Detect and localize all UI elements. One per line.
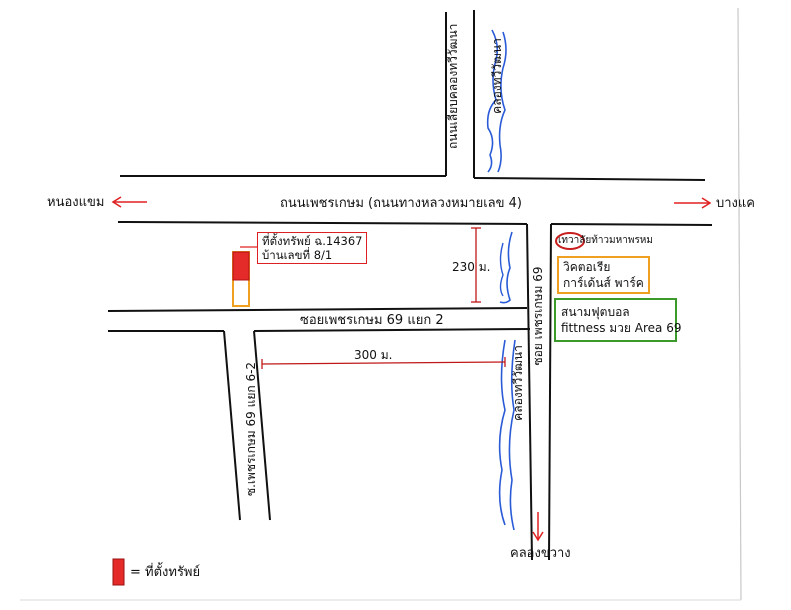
landmark-sport-line2: fittness มวย Area 69: [561, 321, 682, 335]
landmark-sport-box: สนามฟุตบอล fittness มวย Area 69: [554, 298, 682, 342]
arrow-west: [111, 196, 147, 208]
canal-road-label: ถนนเลียบคลองทวีวัฒนา: [446, 23, 460, 149]
direction-west-label: หนองแขม: [47, 195, 105, 210]
soi69-right-edge: [548, 223, 552, 561]
soi69-6-2-left-edge: [223, 330, 241, 521]
main-road-top-right: [473, 177, 706, 181]
direction-east-label: บางแค: [716, 196, 755, 211]
canal-top-2: [497, 31, 507, 173]
main-road-label: ถนนเพชรเกษม (ถนนทางหลวงหมายเลข 4): [280, 196, 522, 211]
distance-vertical-marker: [471, 227, 481, 303]
landmark-sport-line1: สนามฟุตบอล: [561, 305, 630, 319]
canal-bottom-2: [508, 339, 516, 531]
property-label-line1: ที่ตั้งทรัพย์ ฉ.14367: [262, 234, 363, 248]
property-marker: [232, 251, 250, 281]
soi69-2-label: ซอยเพชรเกษม 69 แยก 2: [300, 313, 444, 328]
distance-horizontal-label: 300 ม.: [354, 348, 393, 362]
property-label-box: ที่ตั้งทรัพย์ ฉ.14367 บ้านเลขที่ 8/1: [257, 232, 368, 264]
soi69-2-top: [107, 307, 528, 312]
frame-line-right: [737, 7, 742, 601]
main-road-bottom-left: [117, 221, 528, 225]
canal-top-label: คลองทวีวัฒนา: [490, 38, 504, 114]
direction-south-label: คลองขวาง: [510, 546, 571, 561]
soi69-6-2-label: ซ.เพชรเกษม 69 แยก 6-2: [244, 361, 258, 497]
canal-bottom: [498, 339, 506, 526]
landmark-temple-label: เทวาลัยท้าวมหาพรหม: [558, 235, 653, 246]
canal-bottom-label: คลองทวีวัฒนา: [511, 345, 525, 421]
landmark-village-line2: การ์เด้นส์ พาร์ค: [563, 276, 644, 290]
legend-text: = ที่ตั้งทรัพย์: [130, 565, 201, 580]
soi69-2-bottom-right: [253, 328, 531, 332]
distance-horizontal-marker: [261, 357, 506, 369]
temple-circle: [555, 232, 585, 250]
landmark-village-box: วิคตอเรีย การ์เด้นส์ พาร์ค: [557, 256, 650, 294]
canal-mid-2: [499, 242, 504, 297]
main-road-bottom-right: [550, 223, 713, 226]
arrow-south: [532, 512, 544, 542]
property-label-line2: บ้านเลขที่ 8/1: [262, 248, 333, 262]
soi69-6-2-right-edge: [253, 330, 271, 521]
soi69-label: ซอย เพชรเกษม 69: [531, 266, 545, 366]
landmark-village-line1: วิคตอเรีย: [563, 260, 611, 274]
arrow-east: [674, 197, 712, 209]
canal-mid: [499, 231, 513, 304]
legend-property-icon: [112, 558, 125, 586]
distance-vertical-label: 230 ม.: [452, 260, 491, 274]
canal-top: [486, 29, 499, 173]
soi69-left-edge: [526, 223, 533, 561]
